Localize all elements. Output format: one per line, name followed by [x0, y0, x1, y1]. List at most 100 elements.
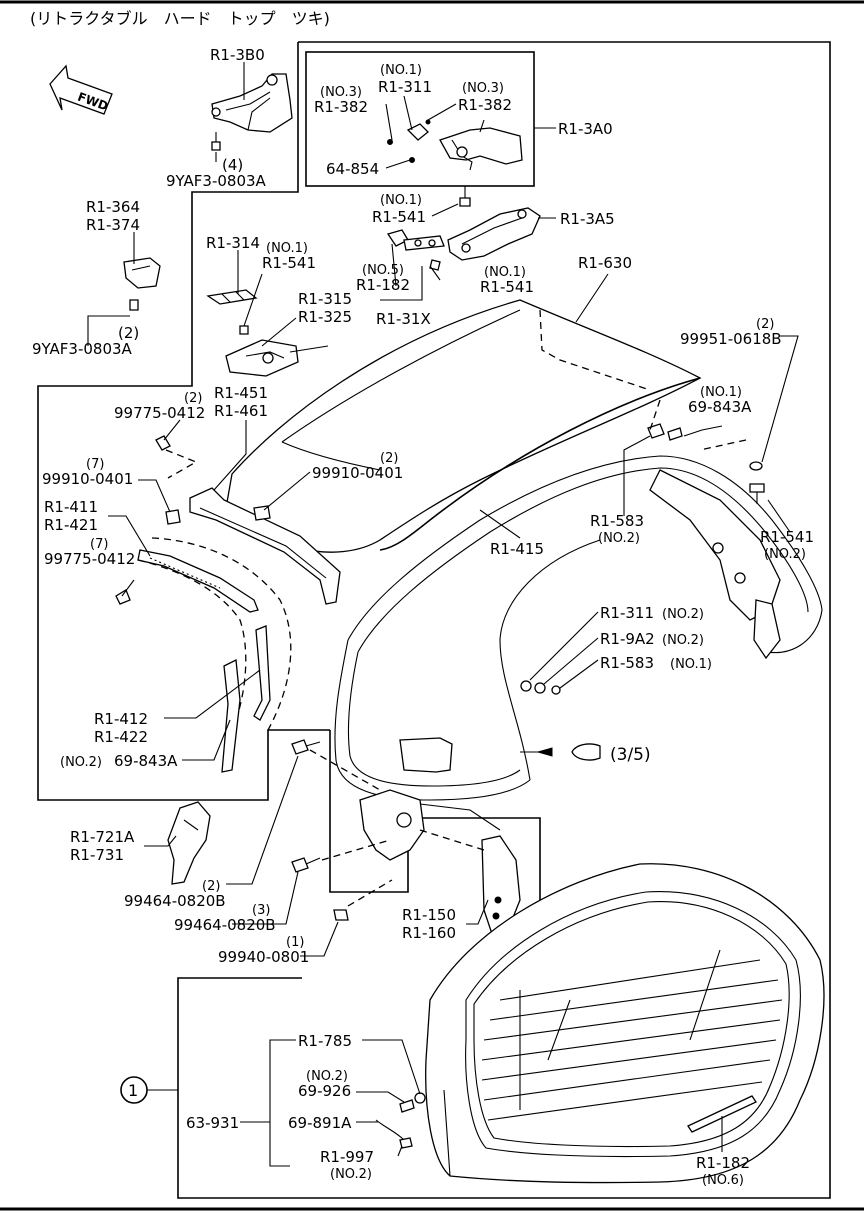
clip-99910-a [165, 509, 181, 525]
strip-182 [687, 1095, 757, 1133]
label-r1-541-a: R1-541 [372, 208, 426, 226]
label-9yaf3-b: 9YAF3-0803A [32, 340, 133, 358]
label-no2-9a2: (NO.2) [662, 633, 704, 648]
label-9yaf3-a: 9YAF3-0803A [166, 172, 267, 190]
label-r1-9a2: R1-9A2 [600, 630, 655, 648]
seal-strip-412 [221, 625, 271, 773]
hinge-bracket-3b0 [211, 73, 293, 151]
label-no1-311: (NO.1) [380, 63, 422, 78]
left-group-outline [37, 42, 330, 801]
label-r1-382-a: R1-382 [314, 98, 368, 116]
label-q7-a: (7) [86, 457, 104, 472]
bracket-364 [123, 257, 161, 311]
part-labels: R1-3B0 (4) 9YAF3-0803A (NO.1) R1-311 (NO… [32, 46, 814, 1188]
label-q2-e: (2) [202, 879, 220, 894]
label-q2-d: (2) [380, 451, 398, 466]
label-69-843a-a: 69-843A [688, 398, 752, 416]
label-r1-451: R1-451 [214, 384, 268, 402]
label-q2-b: (2) [756, 317, 774, 332]
screw-99775-a [155, 435, 171, 451]
clip-99910-b [253, 505, 271, 521]
main-group-outline [177, 41, 831, 1199]
bolt-99464-a [291, 739, 321, 755]
label-r1-182-b: R1-182 [696, 1154, 750, 1172]
label-r1-160: R1-160 [402, 924, 456, 942]
label-no3-a: (NO.3) [320, 85, 362, 100]
label-r1-541-c: R1-541 [480, 278, 534, 296]
label-63-931: 63-931 [186, 1114, 239, 1132]
hinge-mechanism [359, 789, 501, 861]
label-q2-c: (2) [184, 391, 202, 406]
label-no2-926: (NO.2) [306, 1069, 348, 1084]
clip-843a-a [647, 423, 683, 441]
label-r1-382-b: R1-382 [458, 96, 512, 114]
label-99940: 99940-0801 [218, 948, 309, 966]
label-r1-3a5: R1-3A5 [560, 210, 615, 228]
label-no1-583b: (NO.1) [670, 657, 712, 672]
label-r1-997: R1-997 [320, 1148, 374, 1166]
label-no1-843: (NO.1) [700, 385, 742, 400]
label-no3-b: (NO.3) [462, 81, 504, 96]
label-no5: (NO.5) [362, 263, 404, 278]
label-no1-541-a: (NO.1) [380, 193, 422, 208]
bolt-99464-b [291, 857, 321, 873]
rear-window-glass [425, 863, 825, 1184]
leader-lines [87, 62, 799, 1157]
label-r1-461: R1-461 [214, 402, 268, 420]
label-99775-a: 99775-0412 [114, 404, 205, 422]
label-ref-page: (3/5) [610, 745, 651, 765]
label-99464-a: 99464-0820B [124, 892, 226, 910]
plate-315 [225, 339, 299, 377]
bracket-group-outline [329, 730, 541, 948]
diagram-title: (リトラクタブル ハード トップ ツキ) [30, 9, 330, 28]
label-no1-541-c: (NO.1) [484, 265, 526, 280]
label-69-926: 69-926 [298, 1082, 351, 1100]
rail-guide-dash [151, 537, 292, 731]
label-69-891a: 69-891A [288, 1114, 352, 1132]
reference-arrow-icon [520, 743, 601, 761]
label-r1-412: R1-412 [94, 710, 148, 728]
label-r1-315: R1-315 [298, 290, 352, 308]
bolt-541-top [459, 186, 471, 207]
label-r1-311-b: R1-311 [600, 604, 654, 622]
label-no2-997: (NO.2) [330, 1167, 372, 1182]
fwd-arrow-icon: FWD [49, 64, 113, 115]
bolt-541-right [749, 483, 765, 504]
label-r1-541-b: R1-541 [262, 254, 316, 272]
label-r1-3b0: R1-3B0 [210, 46, 265, 64]
latch-assembly-3a0 [387, 119, 523, 171]
label-r1-150: R1-150 [402, 906, 456, 924]
label-r1-721a: R1-721A [70, 828, 135, 846]
nut-group-311 [520, 680, 561, 695]
label-64-854: 64-854 [326, 160, 379, 178]
nut-99940 [333, 909, 349, 921]
label-99910-a: 99910-0401 [312, 464, 403, 482]
label-no6: (NO.6) [702, 1173, 744, 1188]
label-r1-421: R1-421 [44, 516, 98, 534]
label-r1-411: R1-411 [44, 498, 98, 516]
label-99951: 99951-0618B [680, 330, 782, 348]
group-marker: 1 [128, 1081, 138, 1100]
label-r1-325: R1-325 [298, 308, 352, 326]
label-q4: (4) [222, 156, 243, 174]
label-q7-b: (7) [90, 537, 108, 552]
label-no2-541: (NO.2) [764, 547, 806, 562]
roof-frame-415 [334, 455, 823, 801]
label-99910-b: 99910-0401 [42, 470, 133, 488]
label-no2-843: (NO.2) [60, 755, 102, 770]
weatherstrip-411 [137, 549, 259, 613]
label-r1-583-a: R1-583 [590, 512, 644, 530]
label-r1-3a0: R1-3A0 [558, 120, 613, 138]
label-99464-b: 99464-0820B [174, 916, 276, 934]
label-r1-182-a: R1-182 [356, 276, 410, 294]
label-r1-31x: R1-31X [376, 310, 431, 328]
label-69-843a-b: 69-843A [114, 752, 178, 770]
label-r1-415: R1-415 [490, 540, 544, 558]
label-r1-541-d: R1-541 [760, 528, 814, 546]
label-no1-541-b: (NO.1) [266, 241, 308, 256]
label-q2-a: (2) [118, 324, 139, 342]
label-r1-364: R1-364 [86, 198, 140, 216]
label-q3: (3) [252, 903, 270, 918]
label-no2-311: (NO.2) [662, 607, 704, 622]
